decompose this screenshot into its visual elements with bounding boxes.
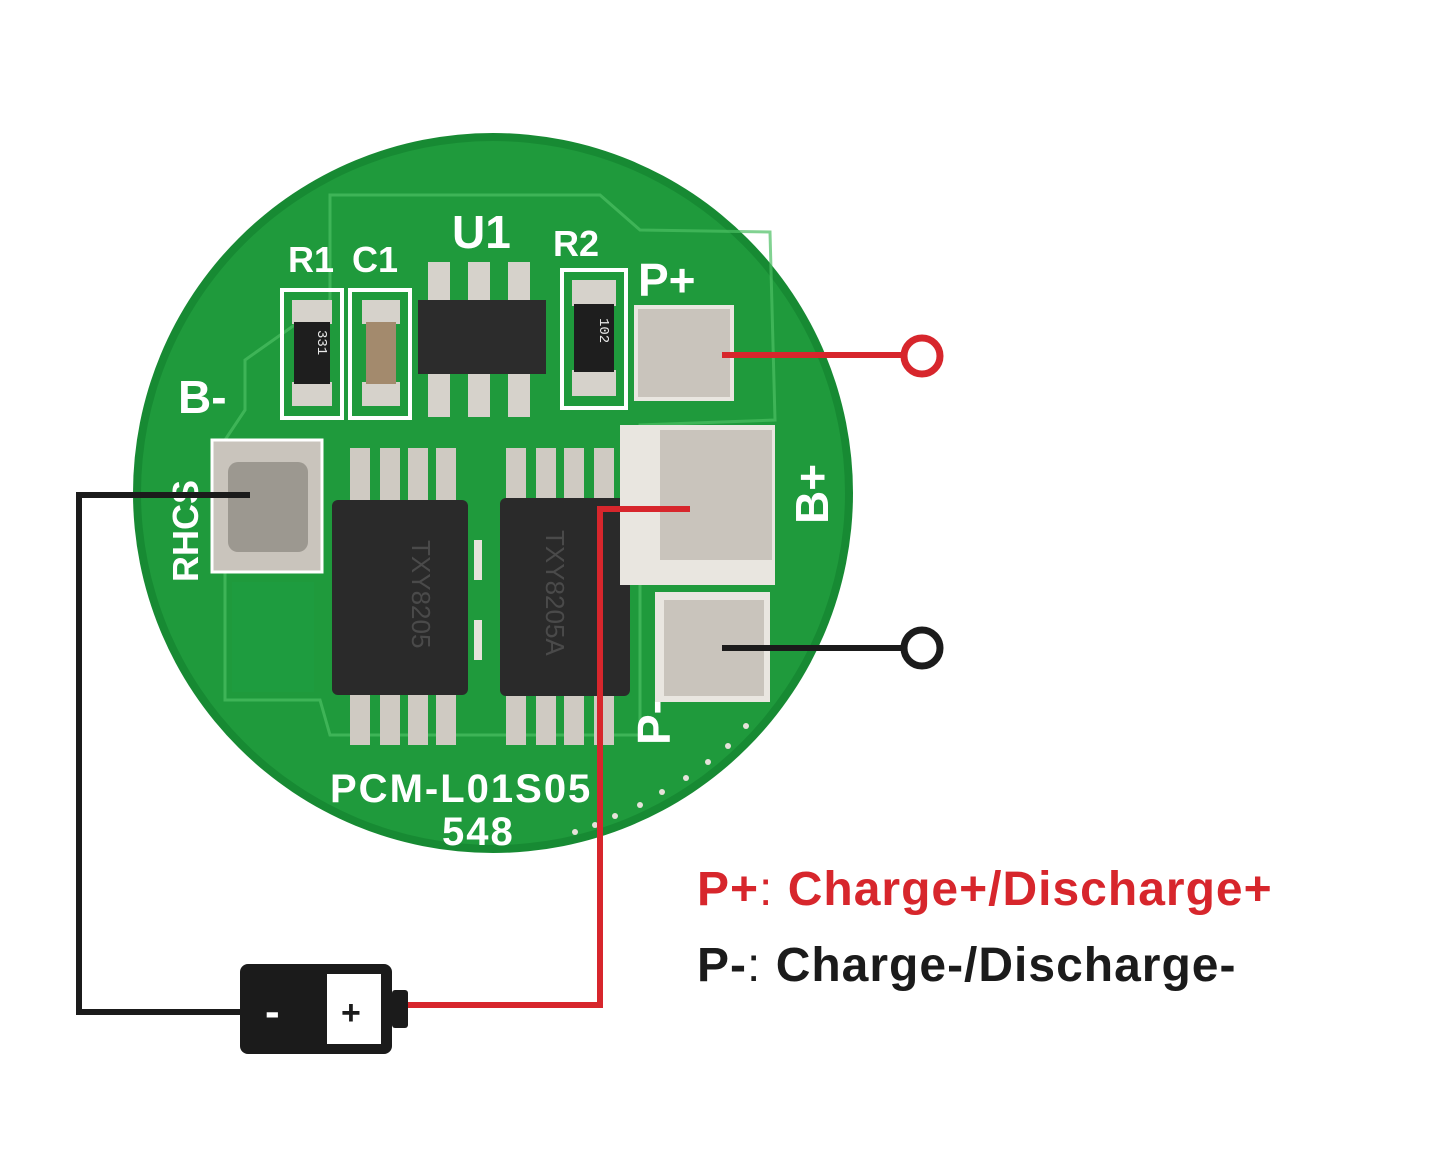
legend-p-plus-description: Charge+/Discharge+ [787, 863, 1273, 916]
batch-number: 548 [442, 810, 515, 854]
label-b-minus: B- [178, 371, 227, 423]
terminal-p-minus [900, 626, 944, 670]
via-dots [572, 723, 749, 835]
mosfet-right-marking: TXY8205A [540, 530, 570, 656]
capacitor-c1 [348, 288, 412, 420]
model-number: PCM-L01S05 [330, 767, 592, 811]
legend-p-plus: P+: Charge+/Discharge+ [697, 862, 1273, 917]
wire-b-plus [395, 506, 690, 1008]
battery-icon: - + [240, 964, 408, 1054]
ic-u1 [418, 262, 546, 417]
battery-negative-symbol: - [265, 987, 280, 1036]
pad-p-plus [634, 305, 734, 401]
resistor-r2: 102 [560, 268, 628, 410]
resistor-r1: 331 [280, 288, 344, 420]
label-c1: C1 [352, 239, 398, 280]
legend-p-minus-description: Charge-/Discharge- [775, 939, 1237, 992]
mosfet-right: TXY8205A [500, 448, 630, 745]
mosfet-left: TXY8205 [332, 448, 468, 745]
legend-p-plus-terminal: P+ [697, 863, 760, 916]
r2-code: 102 [595, 318, 611, 343]
r1-code: 331 [313, 330, 329, 355]
wires [76, 334, 944, 1015]
label-b-plus: B+ [786, 464, 838, 524]
battery-positive-symbol: + [341, 994, 361, 1032]
mosfet-left-marking: TXY8205 [406, 540, 436, 648]
legend-p-minus-separator: : [747, 939, 762, 992]
label-p-plus: P+ [638, 254, 696, 306]
pad-rhcs-lower [232, 582, 314, 692]
legend-p-minus: P-: Charge-/Discharge- [697, 938, 1236, 993]
legend-p-plus-separator: : [759, 863, 774, 916]
label-p-minus: P- [628, 699, 680, 745]
pad-b-plus [660, 430, 772, 560]
label-r2: R2 [553, 223, 599, 264]
terminal-p-plus [900, 334, 944, 378]
wire-b-minus [76, 492, 250, 1015]
components: 331 102 [210, 262, 775, 835]
label-u1: U1 [452, 206, 511, 258]
legend-p-minus-terminal: P- [697, 939, 747, 992]
label-r1: R1 [288, 239, 334, 280]
